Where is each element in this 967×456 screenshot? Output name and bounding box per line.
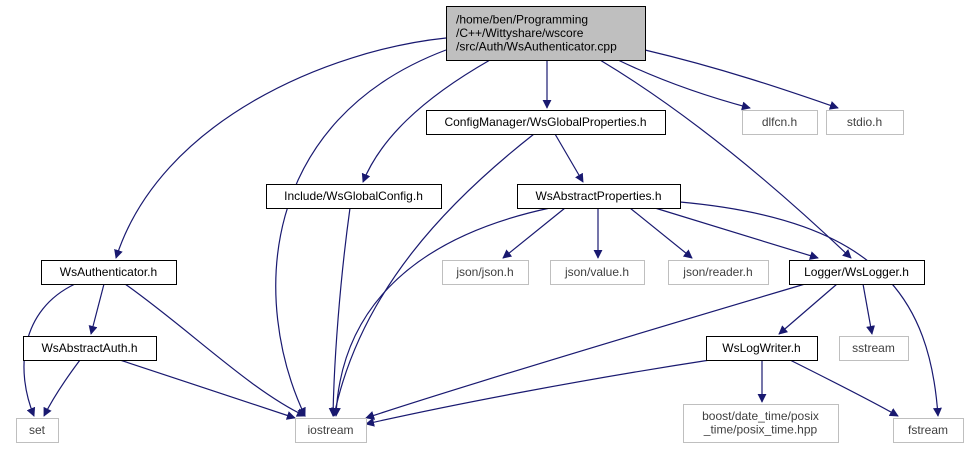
edge-root-to-includeconfig — [361, 59, 491, 183]
node-label-jsonjson: json/json.h — [455, 265, 513, 279]
edge-authenticator-to-abstractauth — [88, 283, 105, 335]
node-label-stdio: stdio.h — [847, 115, 882, 129]
node-box-sstream — [839, 336, 909, 361]
edge-abstractprops-to-jsonjson — [502, 207, 566, 259]
node-jsonreader: json/reader.h — [668, 260, 769, 285]
edge-root-to-logger — [599, 59, 852, 259]
node-label-jsonreader: json/reader.h — [682, 265, 752, 279]
node-box-includeconfig — [266, 184, 442, 209]
edge-root-to-stdio — [644, 49, 839, 110]
node-abstractprops: WsAbstractProperties.h — [517, 184, 681, 209]
node-box-logwriter — [706, 336, 818, 361]
node-label-logwriter: WsLogWriter.h — [722, 341, 800, 355]
node-box-jsonjson — [442, 260, 529, 285]
node-label-sstream: sstream — [852, 341, 895, 355]
node-label-boostposix-line-1: boost/date_time/posix — [702, 409, 819, 423]
node-label-root-line-1: /home/ben/Programming — [456, 12, 588, 26]
node-iostream: iostream — [295, 418, 367, 443]
node-label-boostposix-line-2: _time/posix_time.hpp — [703, 423, 818, 437]
node-box-dlfcn — [742, 110, 818, 135]
node-box-set — [16, 418, 59, 443]
node-root: /home/ben/Programming/C++/Wittyshare/wsc… — [446, 6, 646, 61]
edge-configmanager-to-iostream — [331, 133, 535, 417]
node-set: set — [16, 418, 59, 443]
edge-abstractprops-to-logger — [654, 207, 819, 260]
node-includeconfig: Include/WsGlobalConfig.h — [266, 184, 442, 209]
node-label-iostream: iostream — [307, 423, 353, 437]
node-box-configmanager — [426, 110, 666, 135]
edge-root-to-authenticator — [114, 37, 447, 259]
edge-logwriter-to-fstream — [789, 359, 899, 417]
node-box-iostream — [295, 418, 367, 443]
node-label-root-line-3: /src/Auth/WsAuthenticator.cpp — [456, 39, 617, 53]
node-sstream: sstream — [839, 336, 909, 361]
edge-root-to-dlfcn — [617, 59, 751, 111]
edges-layer — [23, 37, 942, 427]
node-boostposix: boost/date_time/posix_time/posix_time.hp… — [683, 404, 839, 443]
edge-logger-to-sstream — [862, 283, 875, 335]
node-label-fstream: fstream — [908, 423, 948, 437]
node-label-set: set — [29, 423, 46, 437]
node-box-jsonvalue — [550, 260, 645, 285]
node-box-boostposix — [683, 404, 839, 443]
node-label-root-line-2: /C++/Wittyshare/wscore — [456, 26, 584, 40]
node-box-root — [446, 6, 646, 61]
node-label-authenticator: WsAuthenticator.h — [60, 265, 157, 279]
edge-includeconfig-to-iostream — [328, 207, 351, 417]
node-label-logger: Logger/WsLogger.h — [804, 265, 909, 279]
edge-abstractprops-to-iostream — [331, 207, 551, 417]
node-box-fstream — [893, 418, 964, 443]
node-logwriter: WsLogWriter.h — [706, 336, 818, 361]
node-box-abstractprops — [517, 184, 681, 209]
edge-abstractprops-to-jsonreader — [629, 207, 693, 259]
node-box-authenticator — [41, 260, 177, 285]
node-label-abstractauth: WsAbstractAuth.h — [41, 341, 137, 355]
node-fstream: fstream — [893, 418, 964, 443]
node-box-stdio — [826, 110, 904, 135]
node-box-jsonreader — [668, 260, 769, 285]
node-label-abstractprops: WsAbstractProperties.h — [535, 189, 661, 203]
node-box-abstractauth — [23, 336, 157, 361]
node-authenticator: WsAuthenticator.h — [41, 260, 177, 285]
edge-abstractprops-to-fstream — [679, 201, 942, 417]
node-dlfcn: dlfcn.h — [742, 110, 818, 135]
node-label-includeconfig: Include/WsGlobalConfig.h — [284, 189, 423, 203]
edge-configmanager-to-abstractprops — [554, 133, 584, 183]
node-label-dlfcn: dlfcn.h — [762, 115, 797, 129]
node-jsonjson: json/json.h — [442, 260, 529, 285]
nodes-layer: /home/ben/Programming/C++/Wittyshare/wsc… — [16, 6, 964, 443]
edge-logger-to-iostream — [365, 283, 806, 420]
node-label-jsonvalue: json/value.h — [564, 265, 629, 279]
edge-logger-to-logwriter — [778, 283, 838, 335]
node-label-configmanager: ConfigManager/WsGlobalProperties.h — [444, 115, 646, 129]
node-box-logger — [789, 260, 925, 285]
edge-abstractauth-to-set — [43, 359, 81, 417]
node-abstractauth: WsAbstractAuth.h — [23, 336, 157, 361]
edge-authenticator-to-iostream — [124, 283, 306, 417]
edge-abstractauth-to-iostream — [119, 359, 296, 420]
node-jsonvalue: json/value.h — [550, 260, 645, 285]
node-logger: Logger/WsLogger.h — [789, 260, 925, 285]
node-configmanager: ConfigManager/WsGlobalProperties.h — [426, 110, 666, 135]
edge-root-to-iostream — [275, 49, 447, 417]
node-stdio: stdio.h — [826, 110, 904, 135]
edge-logwriter-to-iostream — [365, 359, 711, 427]
